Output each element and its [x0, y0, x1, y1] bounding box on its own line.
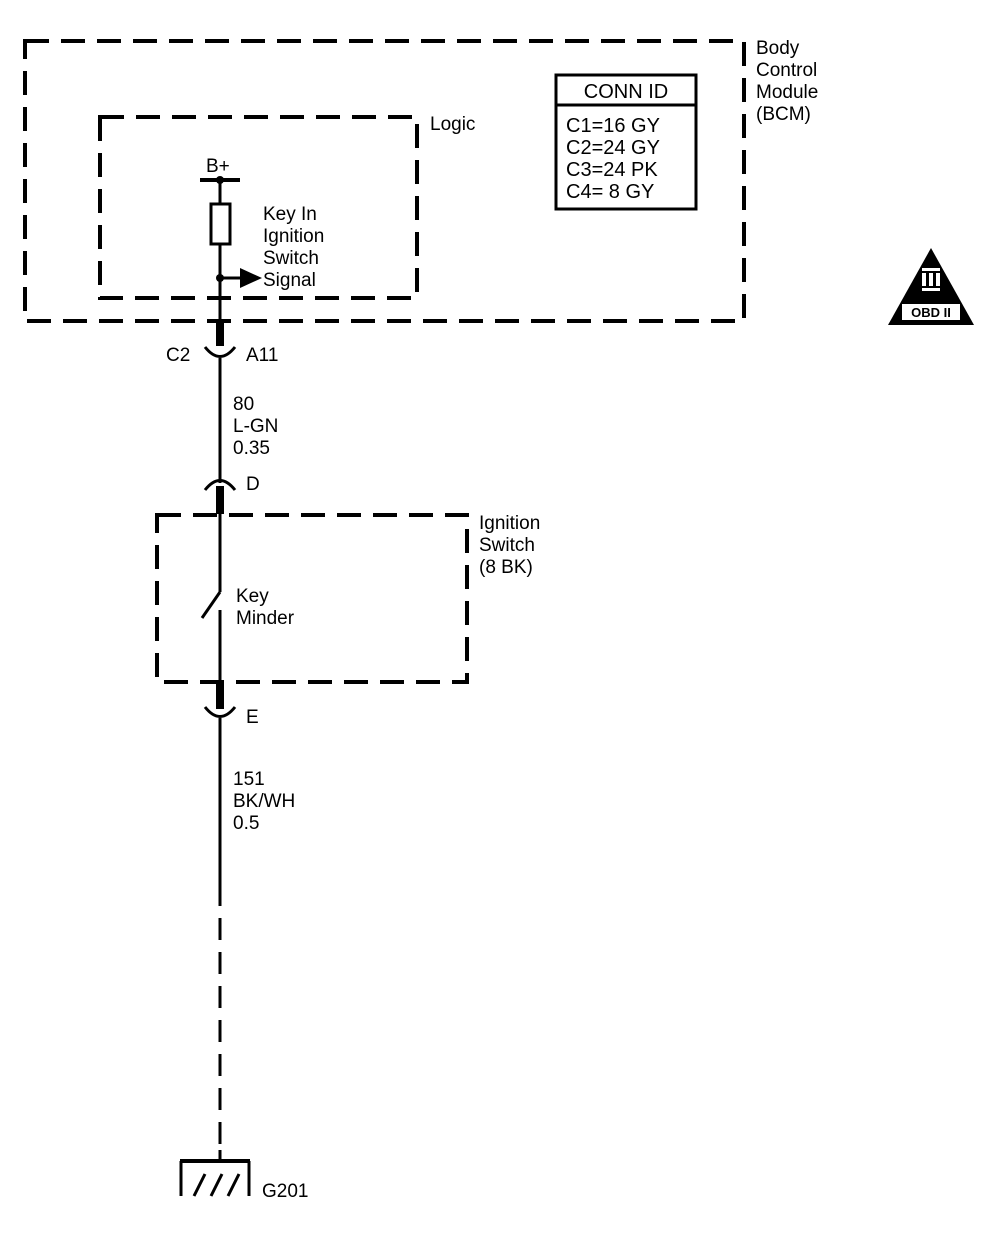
key-minder-label-2: Minder: [236, 608, 295, 629]
conn-id-table: CONN ID C1=16 GY C2=24 GY C3=24 PK C4= 8…: [554, 73, 698, 211]
connector-d-label: D: [246, 474, 260, 495]
wire-151-gauge: 0.5: [233, 813, 259, 834]
connector-c2-pin: A11: [246, 345, 278, 366]
conn-id-row: C2=24 GY: [566, 137, 660, 159]
connector-c2-a11: C2 A11: [166, 345, 278, 366]
ignition-switch-label-3: (8 BK): [479, 557, 533, 578]
bcm-label-3: Module: [756, 82, 818, 103]
key-minder-switch: [200, 514, 222, 683]
bcm-enclosure: [23, 39, 746, 323]
conn-id-row: C1=16 GY: [566, 115, 660, 137]
connector-d: D: [203, 474, 260, 514]
wire-151-color: BK/WH: [233, 791, 295, 812]
signal-label-3: Switch: [263, 248, 319, 269]
ground-label: G201: [262, 1181, 308, 1202]
signal-label-1: Key In: [263, 204, 317, 225]
key-minder-label-1: Key: [236, 586, 269, 607]
conn-id-row: C3=24 PK: [566, 159, 658, 181]
wire-151-circuit: 151: [233, 769, 265, 790]
bcm-label-4: (BCM): [756, 104, 811, 125]
bcm-label-1: Body: [756, 38, 800, 59]
pullup-resistor: [209, 202, 232, 246]
logic-label: Logic: [430, 114, 475, 135]
conn-id-title: CONN ID: [584, 81, 668, 103]
bcm-label-2: Control: [756, 60, 817, 81]
obd-ii-icon: OBD II: [888, 248, 974, 325]
ignition-switch-enclosure: [155, 513, 469, 684]
ignition-switch-label-2: Switch: [479, 535, 535, 556]
wire-80-circuit: 80: [233, 394, 254, 415]
connector-e-label: E: [246, 707, 259, 728]
c2-terminal: [216, 322, 224, 346]
signal-label-2: Ignition: [263, 226, 324, 247]
ignition-switch-label-1: Ignition: [479, 513, 540, 534]
wire-80-gauge: 0.35: [233, 438, 270, 459]
obd-badge-label: OBD II: [911, 305, 951, 320]
signal-arrow-icon: [240, 268, 262, 288]
logic-enclosure: [98, 115, 419, 300]
ground-g201-icon: [179, 1150, 251, 1197]
connector-c2-label: C2: [166, 345, 190, 366]
connector-e: E: [203, 683, 259, 728]
bplus-supply: B+: [200, 156, 240, 204]
wire-80-color: L-GN: [233, 416, 278, 437]
conn-id-row: C4= 8 GY: [566, 181, 654, 203]
bplus-label: B+: [206, 156, 230, 177]
signal-label-4: Signal: [263, 270, 316, 291]
